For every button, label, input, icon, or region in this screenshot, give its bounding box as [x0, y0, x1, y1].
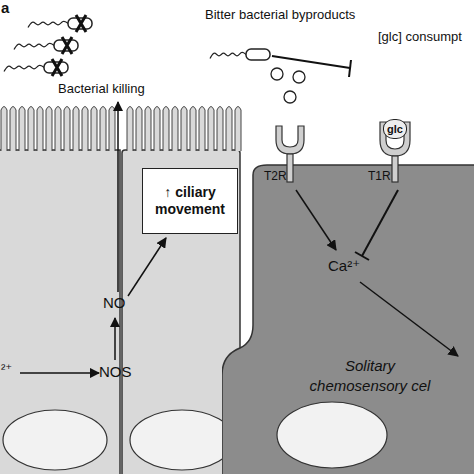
cilium — [181, 107, 187, 152]
cilium — [190, 107, 196, 152]
byproduct-molecule — [271, 68, 283, 80]
node-text: ↑ ciliary movement — [147, 184, 233, 218]
flagellum — [14, 43, 54, 49]
nucleus — [130, 410, 234, 470]
cilium — [82, 107, 88, 152]
annotation-label: a — [1, 0, 9, 17]
cell-body — [222, 165, 474, 474]
receptor-stalk — [392, 156, 398, 182]
cilium — [109, 107, 115, 152]
bacterium — [14, 37, 78, 54]
cilium — [10, 107, 16, 152]
node-text: glc — [387, 124, 403, 135]
annotation-label: Ca²⁺ — [328, 258, 360, 275]
annotation-label: T1R — [368, 170, 391, 183]
kill-mark — [76, 15, 86, 32]
annotation-label: Bacterial killing — [58, 82, 145, 96]
cilium — [136, 107, 142, 152]
signal-arrow — [114, 318, 116, 360]
signal-arrow — [296, 190, 336, 250]
bacterium — [210, 49, 270, 60]
inhibition-line — [355, 252, 369, 260]
cilium — [226, 107, 232, 152]
signal-arrow — [128, 238, 166, 296]
signal-arrow — [360, 282, 458, 356]
annotation-label: Bitter bacterial byproducts — [205, 8, 355, 22]
flagellum — [210, 52, 246, 58]
cilium — [208, 107, 214, 152]
cilium — [154, 107, 160, 152]
process-box: ↑ ciliary movement — [142, 168, 238, 234]
t2r-receptor — [276, 126, 304, 154]
annotation-label: NOS — [99, 364, 132, 381]
byproduct-molecule — [293, 71, 305, 83]
cilium — [46, 107, 52, 152]
bacteria — [4, 15, 270, 76]
bacterium-body — [246, 49, 270, 60]
receptor-stalk — [287, 154, 293, 182]
annotation-label: ²⁺ — [1, 362, 12, 376]
cilium — [199, 107, 205, 152]
cilium — [91, 107, 97, 152]
flagellum — [28, 21, 68, 27]
node-text: Solitary chemosensory cel — [300, 356, 440, 395]
cilium — [217, 107, 223, 152]
cilium — [73, 107, 79, 152]
solitary-chemosensory-cell: Solitary chemosensory cel — [222, 160, 474, 474]
cilium — [64, 107, 70, 152]
cilium — [163, 107, 169, 152]
cilium — [235, 107, 241, 152]
epithelial-cell — [0, 150, 120, 474]
inhibition-line — [272, 56, 350, 68]
cell-outline — [222, 160, 474, 474]
inhibition-line — [362, 190, 398, 256]
cilium — [37, 107, 43, 152]
glucose-molecule: glc — [383, 119, 407, 139]
cilium — [127, 107, 133, 152]
cilium — [1, 107, 7, 152]
cilia — [1, 107, 241, 152]
cilium — [145, 107, 151, 152]
byproduct-molecule — [284, 91, 296, 103]
annotation-label: [glc] consumpt — [378, 30, 462, 44]
cilium — [19, 107, 25, 152]
cilium — [28, 107, 34, 152]
cilium — [100, 107, 106, 152]
annotation-label: NO — [103, 295, 126, 312]
kill-mark — [52, 59, 62, 76]
signal-arrow — [117, 102, 119, 292]
bacterium — [4, 59, 68, 76]
bacterium — [28, 15, 92, 32]
kill-mark — [62, 37, 72, 54]
cilium — [55, 107, 61, 152]
annotation-label: T2R — [264, 170, 287, 183]
flagellum — [4, 65, 44, 71]
nucleus — [277, 402, 387, 468]
t1r-receptor — [380, 122, 410, 156]
signal-arrows — [20, 56, 458, 373]
nucleus — [3, 410, 107, 470]
signal-arrow — [20, 372, 99, 374]
cilium — [172, 107, 178, 152]
inhibition-line — [349, 60, 351, 77]
